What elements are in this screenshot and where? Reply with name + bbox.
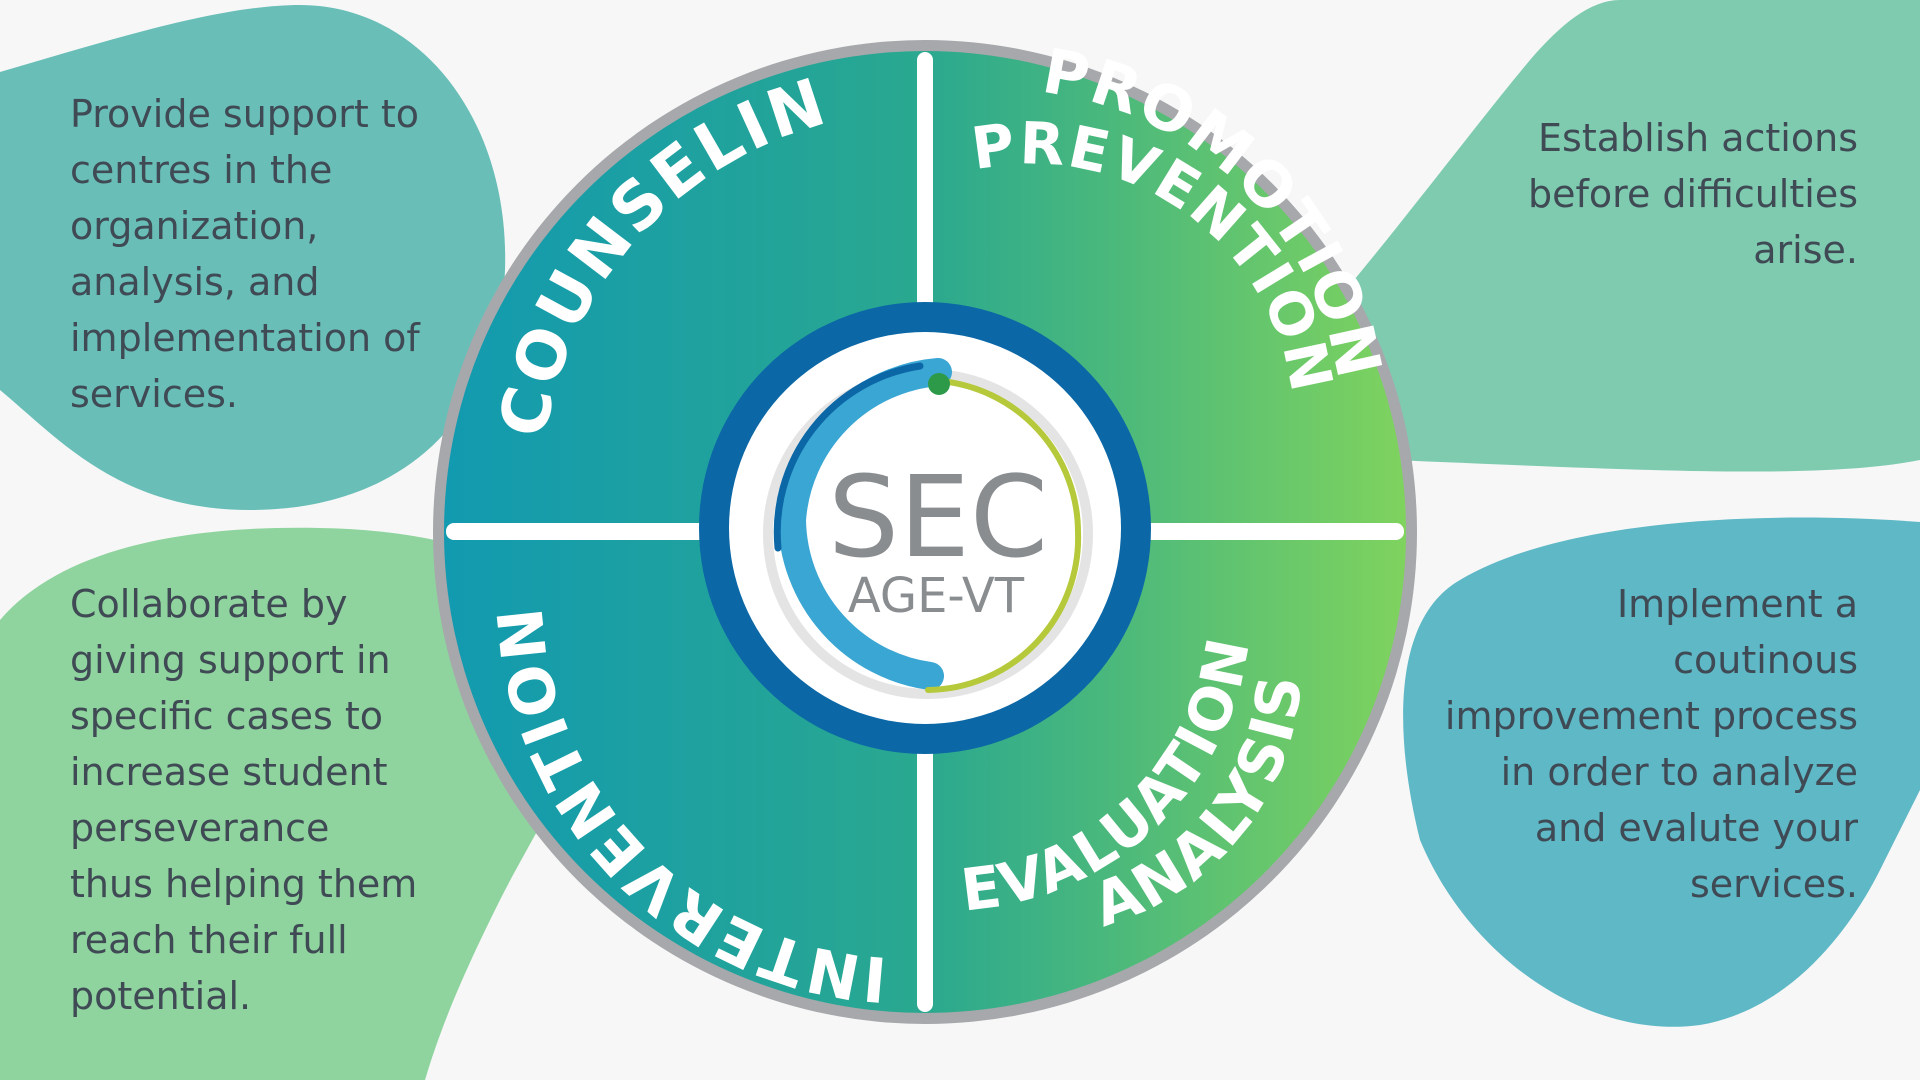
blob-top-left [0,5,506,510]
logo-arc-blue [777,358,952,690]
logo-text-sec: SEC [828,453,1048,583]
sec-logo: SEC AGE-VT [763,358,1093,699]
blob-bottom-right [1403,517,1920,1027]
logo-arc-green [925,378,1082,693]
blob-bottom-left [0,527,592,1080]
description-intervention: Collaborate by giving support in specifi… [70,582,418,1018]
logo-text-agevt: AGE-VT [848,568,1025,624]
logo-arc-darkblue [773,362,924,552]
description-counseling: Provide support to centres in the organi… [70,92,420,416]
description-promotion-prevention: Establish actions before difficulties ar… [1528,116,1858,272]
blob-top-right [1350,0,1920,472]
description-analysis-evaluation: Implement a coutinous improvement proces… [1444,582,1858,906]
